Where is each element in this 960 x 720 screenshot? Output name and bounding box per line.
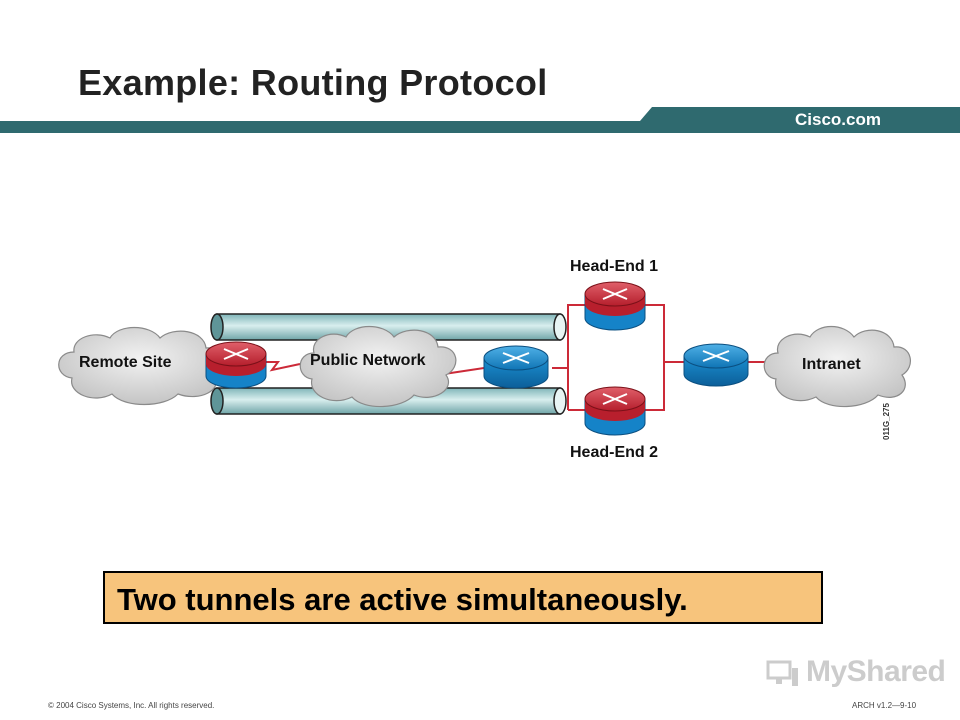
footer-course-id: ARCH v1.2—9-10: [852, 701, 917, 710]
router-icon: [584, 281, 646, 331]
remote-site-label: Remote Site: [79, 354, 172, 371]
watermark-text: MyShared: [806, 655, 946, 688]
tunnel-icon: [210, 313, 567, 341]
network-links: [266, 304, 774, 411]
head-end-1-label: Head-End 1: [570, 258, 659, 275]
router-icon: [683, 343, 749, 387]
router-icon: [483, 345, 549, 389]
figure-id: 011G_275: [882, 403, 891, 440]
footer-copyright: © 2004 Cisco Systems, Inc. All rights re…: [48, 701, 215, 710]
public-network-label: Public Network: [310, 352, 426, 369]
slide-title: Example: Routing Protocol: [78, 62, 548, 103]
cloud-icon: [299, 325, 457, 408]
router-icon: [584, 386, 646, 436]
head-end-2-label: Head-End 2: [570, 444, 659, 461]
callout-box: Two tunnels are active simultaneously.: [103, 571, 823, 624]
brand-label: Cisco.com: [795, 110, 881, 129]
intranet-label: Intranet: [802, 356, 861, 373]
cloud-icon: [763, 325, 911, 408]
callout-text: Two tunnels are active simultaneously.: [117, 582, 688, 617]
router-icon: [205, 341, 267, 389]
watermark-icon: [766, 660, 798, 686]
